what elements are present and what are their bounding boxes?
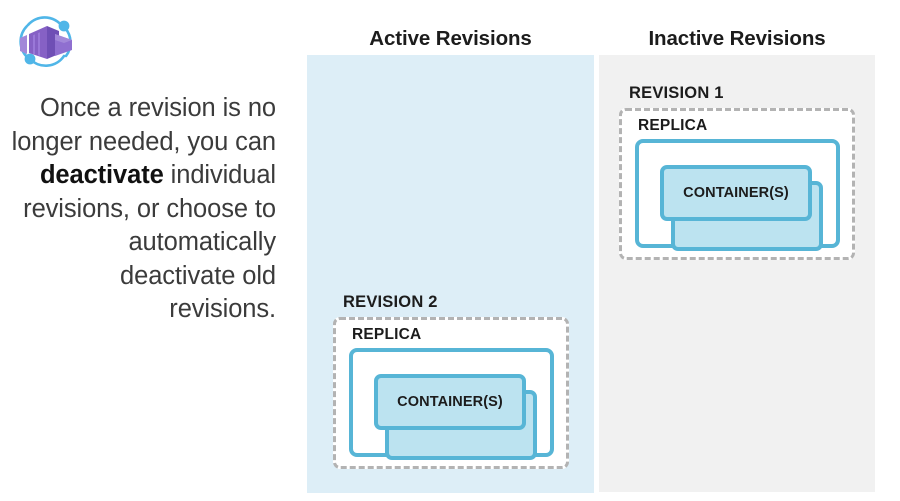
azure-container-apps-icon [14, 12, 78, 72]
description-emphasis: deactivate [39, 161, 164, 189]
revision-2-replica-label: REPLICA [352, 326, 422, 343]
revision-2-replica-box: CONTAINER(S) [349, 348, 554, 460]
revision-1-replica-box: CONTAINER(S) [635, 139, 840, 251]
revision-2-container-card-front: CONTAINER(S) [374, 374, 526, 430]
revision-2-label: REVISION 2 [343, 293, 438, 311]
revision-1-box: REPLICA CONTAINER(S) [619, 108, 855, 260]
revision-1-label: REVISION 1 [629, 84, 724, 102]
description-part-1: Once a revision is no longer needed, you… [11, 94, 276, 156]
revision-group-1[interactable]: REVISION 1 REPLICA CONTAINER(S) [619, 84, 855, 260]
revision-1-replica-label: REPLICA [638, 117, 708, 134]
description-part-2: individual revisions, or choose to autom… [23, 161, 276, 323]
revision-2-box: REPLICA CONTAINER(S) [333, 317, 569, 469]
revision-2-container-label: CONTAINER(S) [397, 394, 503, 410]
revision-1-container-label: CONTAINER(S) [683, 185, 789, 201]
inactive-revisions-heading: Inactive Revisions [648, 27, 826, 50]
revision-1-container-card-front: CONTAINER(S) [660, 165, 812, 221]
revision-group-2[interactable]: REVISION 2 REPLICA CONTAINER(S) [333, 293, 569, 469]
active-revisions-heading: Active Revisions [369, 27, 532, 50]
description-text: Once a revision is no longer needed, you… [8, 92, 276, 327]
